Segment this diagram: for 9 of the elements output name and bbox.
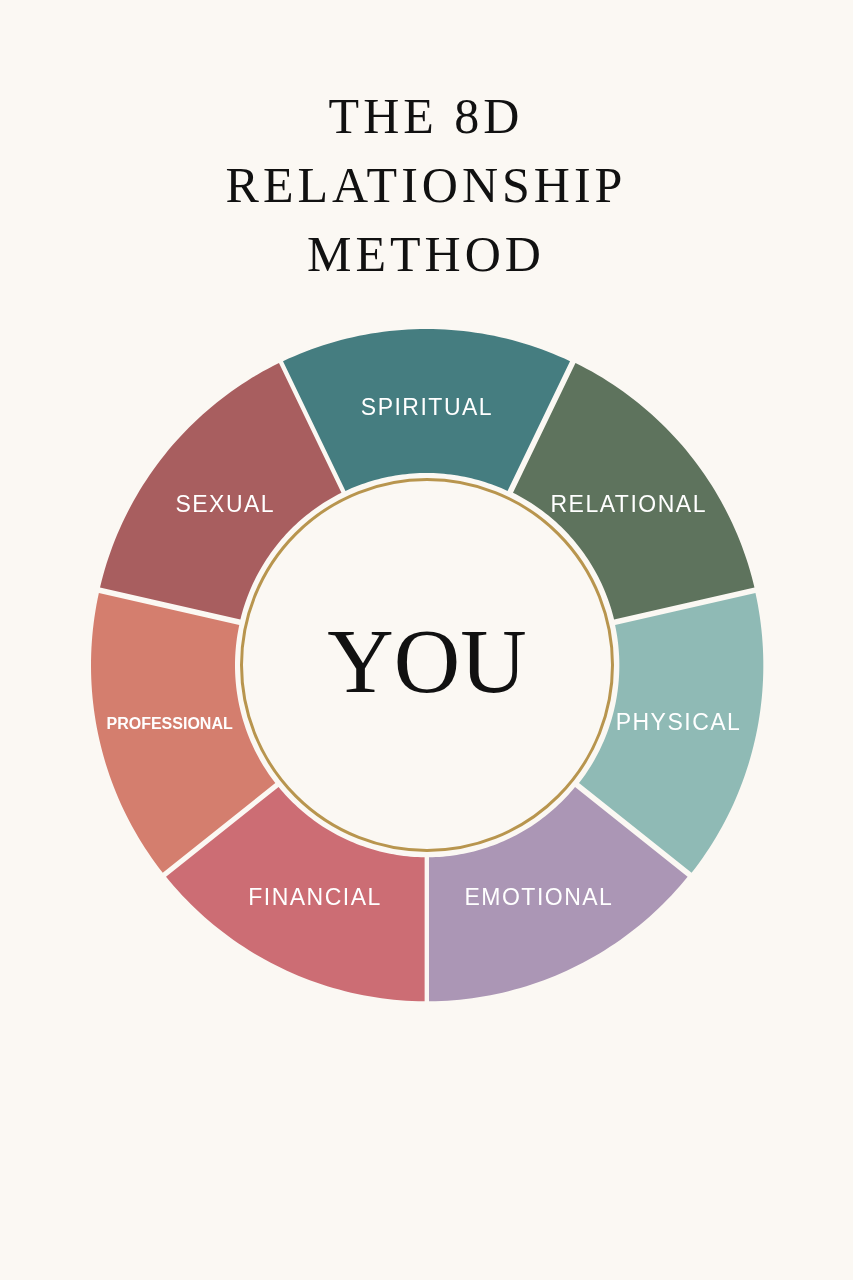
- segment-label: FINANCIAL: [248, 885, 382, 909]
- segment-label: PHYSICAL: [615, 710, 742, 734]
- title: THE 8D RELATIONSHIP METHOD: [224, 87, 628, 284]
- segment-label: SPIRITUAL: [360, 395, 494, 419]
- segment-label: PROFESSIONAL: [106, 715, 233, 732]
- segment-label: SEXUAL: [175, 492, 276, 516]
- segment-label: RELATIONAL: [550, 492, 707, 516]
- center-label: YOU: [327, 615, 527, 708]
- segment-label: EMOTIONAL: [464, 885, 614, 909]
